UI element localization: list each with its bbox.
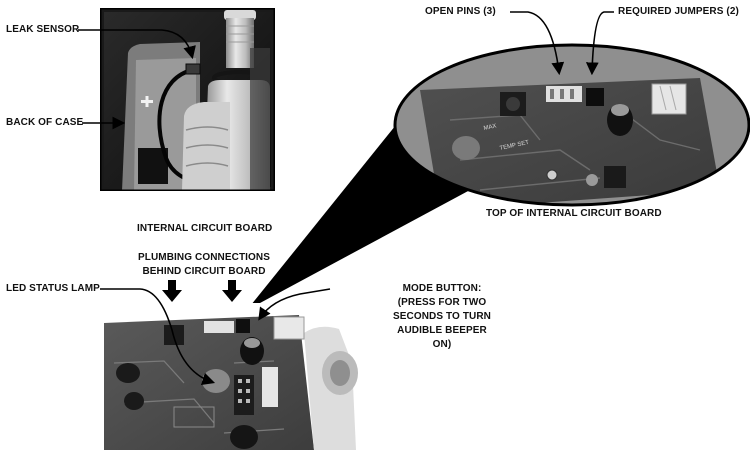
plumbing-connections-label: PLUMBING CONNECTIONS BEHIND CIRCUIT BOAR… xyxy=(136,251,272,279)
mode-line-4: AUDIBLE BEEPER xyxy=(397,325,487,336)
leak-sensor-label: LEAK SENSOR xyxy=(6,24,80,35)
silkscreen-max: MAX xyxy=(483,123,497,132)
plumbing-line-1: PLUMBING CONNECTIONS xyxy=(138,252,270,263)
plumbing-line-2: BEHIND CIRCUIT BOARD xyxy=(142,266,266,277)
board-traces xyxy=(449,109,701,191)
mode-button-label: MODE BUTTON: (PRESS FOR TWO SECONDS TO T… xyxy=(384,282,500,352)
required-jumpers-label: REQUIRED JUMPERS (2) xyxy=(618,6,739,17)
circuit-board-photo xyxy=(104,303,364,450)
mode-line-3: SECONDS TO TURN xyxy=(393,311,491,322)
top-of-board-label: TOP OF INTERNAL CIRCUIT BOARD xyxy=(486,208,662,219)
mode-line-1: MODE BUTTON: xyxy=(402,283,482,294)
back-of-case-label: BACK OF CASE xyxy=(6,117,84,128)
mode-line-2: (PRESS FOR TWO xyxy=(397,297,487,308)
mode-line-5: ON) xyxy=(432,339,452,350)
led-status-lamp-label: LED STATUS LAMP xyxy=(6,283,100,294)
open-pins-label: OPEN PINS (3) xyxy=(425,6,496,17)
internal-circuit-board-label: INTERNAL CIRCUIT BOARD xyxy=(137,223,273,234)
